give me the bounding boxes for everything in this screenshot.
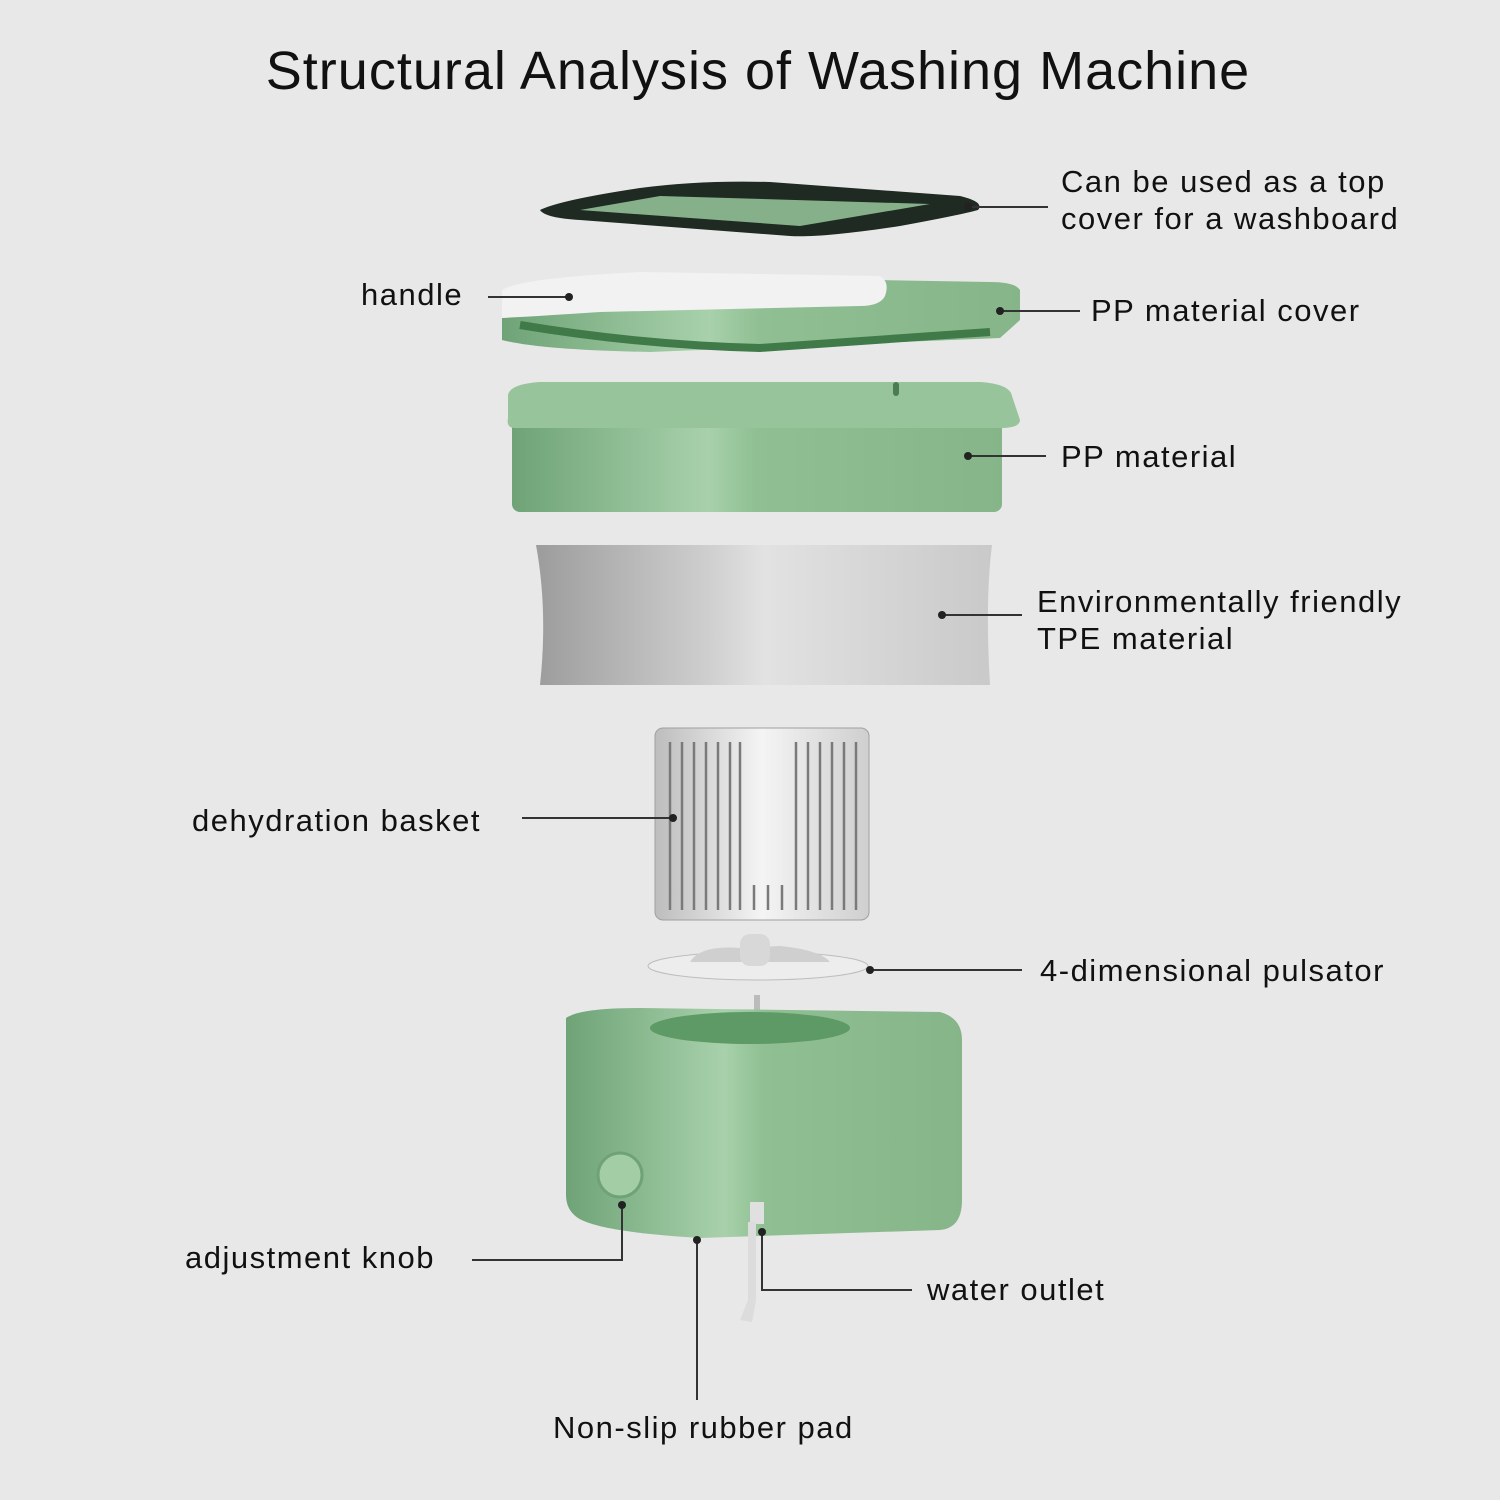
pulsator (647, 934, 869, 981)
label-tpe-line1: Environmentally friendly (1037, 584, 1403, 619)
label-handle: handle (361, 277, 464, 312)
pp-material-bucket (507, 382, 1020, 512)
leader-lines (472, 206, 1080, 1400)
washboard-top-cover (540, 181, 980, 237)
page-title: Structural Analysis of Washing Machine (265, 41, 1251, 101)
label-basket: dehydration basket (192, 803, 481, 838)
pp-material-cover (502, 272, 1020, 353)
base-tub (566, 995, 962, 1322)
adjustment-knob-graphic (596, 1151, 644, 1199)
label-pulsator: 4-dimensional pulsator (1040, 953, 1385, 988)
tpe-sleeve (536, 545, 992, 685)
dehydration-basket (654, 727, 870, 921)
label-outlet: water outlet (927, 1272, 1106, 1307)
label-top-cover-line1: Can be used as a top (1061, 164, 1386, 199)
label-tpe: Environmentally friendly TPE material (1037, 583, 1402, 657)
leader-dots (565, 203, 1004, 1244)
label-pp-cover: PP material cover (1091, 293, 1361, 328)
label-top-cover: Can be used as a top cover for a washboa… (1061, 163, 1399, 237)
label-pad: Non-slip rubber pad (553, 1410, 854, 1445)
label-pp-material: PP material (1061, 439, 1238, 474)
label-tpe-line2: TPE material (1037, 621, 1235, 656)
label-knob: adjustment knob (185, 1240, 435, 1275)
label-top-cover-line2: cover for a washboard (1061, 201, 1400, 236)
